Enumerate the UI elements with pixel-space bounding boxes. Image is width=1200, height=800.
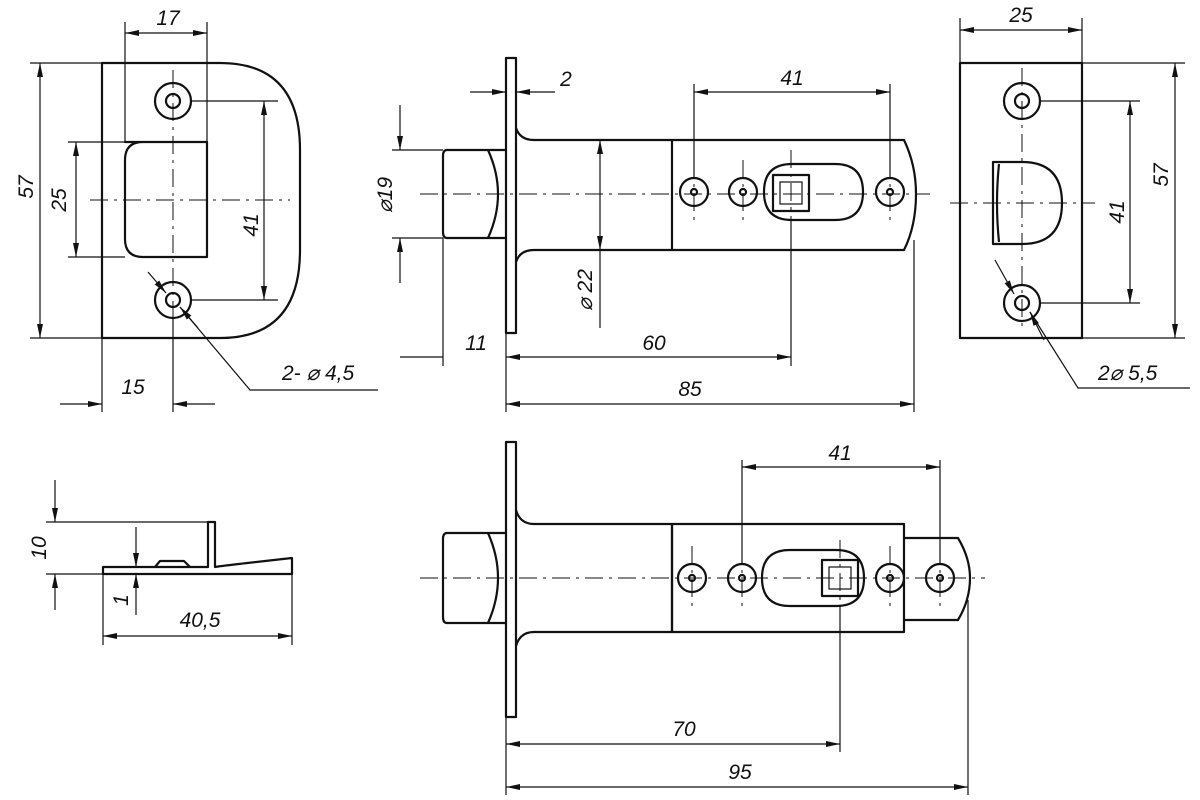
strike-plate-outline bbox=[100, 61, 302, 340]
latch-case bbox=[670, 522, 906, 634]
dim-15: 15 bbox=[121, 376, 145, 399]
dim-1: 1 bbox=[110, 594, 133, 606]
dim-25: 25 bbox=[1008, 4, 1033, 27]
spindle-slot bbox=[760, 548, 866, 608]
dim-11: 11 bbox=[465, 332, 487, 355]
latch-extended-view: 41 70 95 bbox=[420, 440, 985, 795]
dim-60: 60 bbox=[642, 332, 666, 355]
dim-41: 41 bbox=[240, 213, 263, 236]
faceplate-front-view: 25 41 57 2⌀ 5,5 bbox=[950, 4, 1190, 389]
strike-opening bbox=[123, 140, 209, 259]
dim-85: 85 bbox=[678, 378, 702, 401]
dim-40-5: 40,5 bbox=[180, 609, 221, 632]
latch-center-lines bbox=[420, 540, 985, 620]
faceplate-edge bbox=[504, 56, 518, 335]
dim-17: 17 bbox=[156, 7, 181, 30]
dim-2-dia-5-5: 2⌀ 5,5 bbox=[1097, 362, 1158, 385]
dim-57: 57 bbox=[1150, 162, 1173, 187]
latch-center-lines bbox=[420, 150, 930, 240]
case-extension bbox=[904, 536, 972, 622]
faceplate-edge bbox=[504, 440, 518, 719]
dim-95: 95 bbox=[728, 761, 752, 784]
latch-body bbox=[514, 127, 674, 263]
dim-dia-19: ⌀19 bbox=[374, 177, 397, 213]
dim-41: 41 bbox=[1106, 200, 1129, 223]
spindle-slot bbox=[762, 162, 865, 222]
strike-plate-front-view: 17 57 25 41 15 2- ⌀ 4,5 bbox=[15, 7, 378, 412]
strike-plate-side-view: 10 1 40,5 bbox=[28, 480, 294, 645]
dim-41: 41 bbox=[828, 442, 851, 465]
strike-tab bbox=[154, 559, 191, 568]
dim-10: 10 bbox=[28, 536, 51, 560]
latch-side-view: 2 41 ⌀19 ⌀ 22 11 60 85 bbox=[374, 56, 930, 412]
latch-bolt bbox=[441, 531, 506, 625]
dim-2: 2 bbox=[559, 68, 572, 91]
dim-2-dia-4-5: 2- ⌀ 4,5 bbox=[281, 362, 354, 385]
dim-dia-22: ⌀ 22 bbox=[574, 269, 597, 311]
dim-41: 41 bbox=[780, 67, 803, 90]
center-lines bbox=[90, 70, 290, 330]
dim-25: 25 bbox=[48, 188, 71, 213]
faceplate-center-lines bbox=[950, 68, 1095, 330]
dim-57: 57 bbox=[15, 174, 38, 199]
strike-plate-profile bbox=[101, 520, 294, 576]
faceplate-outline bbox=[958, 61, 1084, 340]
dim-70: 70 bbox=[672, 718, 696, 741]
latch-bolt bbox=[441, 148, 506, 240]
